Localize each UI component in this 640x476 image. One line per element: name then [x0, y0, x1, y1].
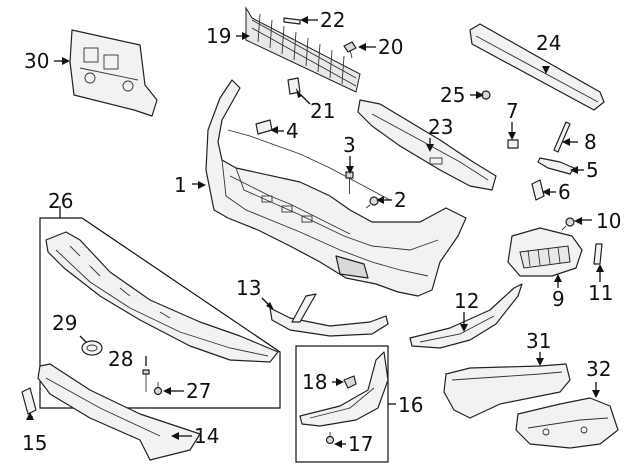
part-32-corner-bracket [515, 397, 619, 449]
label-13: 13 [236, 276, 261, 300]
part-17-screw [325, 432, 335, 445]
label-15: 15 [22, 431, 47, 455]
label-21: 21 [310, 99, 335, 123]
part-bumper-cover [205, 79, 467, 297]
part-31-side-deflector [443, 363, 571, 419]
part-24-beam [469, 23, 605, 111]
label-2: 2 [394, 188, 407, 212]
part-2-screw [365, 196, 379, 209]
part-11-pin [593, 243, 603, 265]
part-8-rod [553, 121, 571, 153]
label-20: 20 [378, 35, 403, 59]
label-32: 32 [586, 357, 611, 381]
label-18: 18 [302, 370, 327, 394]
label-22: 22 [320, 8, 345, 32]
callout-labels: 30 19 22 20 21 4 24 25 23 7 8 5 6 3 2 1 … [22, 8, 621, 456]
label-24: 24 [536, 31, 561, 55]
label-3: 3 [343, 133, 356, 157]
part-28-bolt [142, 369, 150, 392]
label-1: 1 [174, 173, 187, 197]
part-29-grommet [81, 340, 103, 356]
part-13-trim [269, 293, 389, 337]
label-10: 10 [596, 209, 621, 233]
label-5: 5 [586, 158, 599, 182]
label-23: 23 [428, 115, 453, 139]
label-28: 28 [108, 347, 133, 371]
part-22-clip [283, 17, 301, 25]
label-12: 12 [454, 289, 479, 313]
label-17: 17 [348, 432, 373, 456]
label-25: 25 [440, 83, 465, 107]
part-license-bracket [69, 29, 158, 117]
part-12-side-trim [409, 283, 523, 349]
part-15-bracket [21, 387, 37, 415]
label-11: 11 [588, 281, 613, 305]
part-10-screw [561, 217, 575, 231]
label-26: 26 [48, 189, 73, 213]
leader-lines [26, 16, 604, 448]
label-29: 29 [52, 311, 77, 335]
label-14: 14 [194, 424, 219, 448]
label-6: 6 [558, 180, 571, 204]
part-14-deflector [37, 363, 201, 461]
label-30: 30 [24, 49, 49, 73]
label-9: 9 [552, 287, 565, 311]
label-8: 8 [584, 130, 597, 154]
part-5-bracket [537, 157, 575, 175]
part-7-clip [507, 139, 519, 149]
label-7: 7 [506, 99, 519, 123]
part-3-bolt [345, 171, 354, 194]
label-27: 27 [186, 379, 211, 403]
label-31: 31 [526, 329, 551, 353]
label-19: 19 [206, 24, 231, 48]
part-27-screw [153, 382, 163, 396]
label-4: 4 [286, 119, 299, 143]
part-18-clip [343, 375, 357, 389]
part-4-clip [255, 119, 273, 135]
part-20-pin [343, 41, 357, 59]
part-9-fog-bezel [507, 227, 583, 277]
part-6-clip [531, 179, 545, 201]
part-26-group [39, 217, 281, 409]
label-16: 16 [398, 393, 423, 417]
